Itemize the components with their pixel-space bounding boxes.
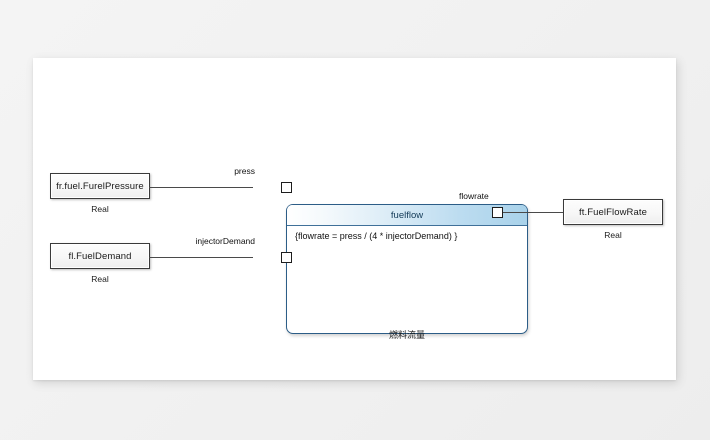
connector-flowrate-to-flowrate[interactable] <box>497 212 563 214</box>
port-flowrate[interactable] <box>492 207 503 218</box>
value-property-type-fuel-flow-rate: Real <box>604 230 622 240</box>
port-injectordemand[interactable] <box>281 252 292 263</box>
value-property-label: fl.FuelDemand <box>68 250 132 262</box>
port-press[interactable] <box>281 182 292 193</box>
constraint-block-fuelflow[interactable]: fuelflow {flowrate = press / (4 * inject… <box>286 204 528 334</box>
connector-pressure-to-press[interactable] <box>149 187 253 189</box>
connector-demand-to-injectordemand[interactable] <box>149 257 253 259</box>
port-label-press: press <box>234 166 255 176</box>
constraint-expression: {flowrate = press / (4 * injectorDemand)… <box>295 231 458 241</box>
value-property-fuel-demand[interactable]: fl.FuelDemand <box>50 243 150 269</box>
value-property-type-fuel-pressure: Real <box>91 204 109 214</box>
port-label-injectordemand: injectorDemand <box>195 236 255 246</box>
constraint-block-title: fuelflow <box>390 209 424 221</box>
value-property-fuel-pressure[interactable]: fr.fuel.FurelPressure <box>50 173 150 199</box>
constraint-block-header: fuelflow <box>287 205 527 226</box>
value-property-label: ft.FuelFlowRate <box>578 206 648 218</box>
diagram-canvas[interactable]: fr.fuel.FurelPressure Real fl.FuelDemand… <box>33 58 676 380</box>
value-property-fuel-flow-rate[interactable]: ft.FuelFlowRate <box>563 199 663 225</box>
port-label-flowrate: flowrate <box>459 191 489 201</box>
constraint-block-caption: 燃料流量 <box>388 330 425 340</box>
value-property-type-fuel-demand: Real <box>91 274 109 284</box>
value-property-label: fr.fuel.FurelPressure <box>56 180 144 192</box>
